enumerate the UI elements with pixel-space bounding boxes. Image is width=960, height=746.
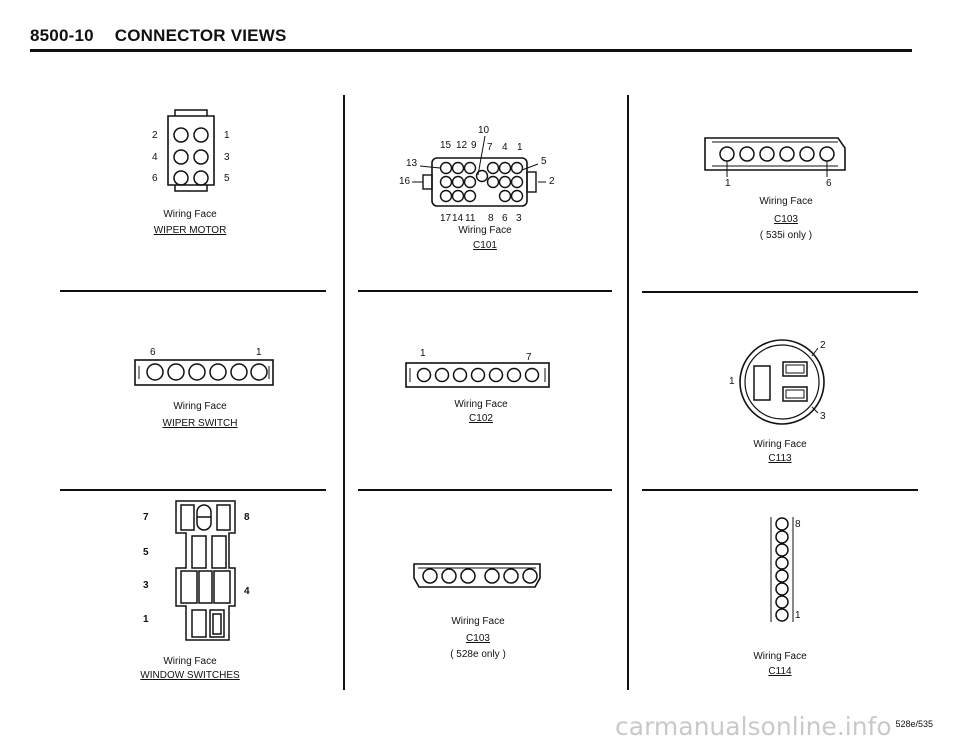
- pin-label: 4: [502, 142, 508, 153]
- pin-label: 1: [725, 178, 731, 189]
- connector-name: C114: [768, 666, 792, 677]
- pin-label: 16: [399, 176, 411, 187]
- header-rule: [30, 49, 912, 52]
- wiring-face-label: Wiring Face: [454, 399, 508, 410]
- pin-label: 6: [502, 213, 508, 224]
- connector-name: C103: [774, 214, 798, 225]
- row-divider: [642, 489, 918, 491]
- pin-label: 8: [795, 519, 801, 530]
- pin-label: 5: [143, 547, 149, 558]
- row-divider: [642, 291, 918, 293]
- pin-label: 5: [541, 156, 547, 167]
- pin-label: 7: [487, 142, 493, 153]
- pin-label: 3: [516, 213, 522, 224]
- wiring-face-label: Wiring Face: [173, 401, 227, 412]
- page-header: 8500-10 CONNECTOR VIEWS: [30, 26, 287, 46]
- pin-label: 1: [517, 142, 523, 153]
- pin-label: 1: [729, 376, 735, 387]
- connector-name: C101: [473, 240, 497, 251]
- pin-label: 1: [420, 348, 426, 359]
- pin-label: 6: [150, 347, 156, 358]
- wiring-face-label: Wiring Face: [759, 196, 813, 207]
- pin-label: 1: [256, 347, 262, 358]
- wiring-face-label: Wiring Face: [163, 656, 217, 667]
- row-divider: [358, 489, 612, 491]
- watermark: carmanualsonline.info: [615, 712, 892, 741]
- pin-label: 17: [440, 213, 452, 224]
- connector-note: ( 528e only ): [450, 649, 506, 660]
- row-divider: [60, 489, 326, 491]
- wiring-face-label: Wiring Face: [451, 616, 505, 627]
- pin-label: 7: [526, 352, 532, 363]
- pin-label: 2: [820, 340, 826, 351]
- column-divider-right: [627, 95, 629, 690]
- pin-label: 6: [152, 173, 158, 184]
- pin-label: 11: [465, 213, 476, 224]
- page-reference: 528e/535: [895, 719, 933, 729]
- connector-name: WIPER MOTOR: [153, 225, 227, 236]
- pin-label: 1: [795, 610, 801, 621]
- pin-label: 4: [152, 152, 158, 163]
- pin-label: 3: [820, 411, 826, 422]
- pin-label: 5: [224, 173, 230, 184]
- wiring-face-label: Wiring Face: [753, 439, 807, 450]
- wiring-face-label: Wiring Face: [163, 209, 217, 220]
- section-code: 8500-10: [30, 26, 94, 45]
- connector-note: ( 535i only ): [759, 230, 813, 241]
- pin-label: 14: [452, 213, 464, 224]
- pin-label: 10: [478, 125, 490, 136]
- page-title: CONNECTOR VIEWS: [114, 26, 287, 45]
- pin-label: 7: [143, 512, 149, 523]
- pin-label: 8: [244, 512, 250, 523]
- pin-label: 1: [224, 130, 230, 141]
- pin-label: 1: [143, 614, 149, 625]
- wiring-face-label: Wiring Face: [753, 651, 807, 662]
- connector-name: WIPER SWITCH: [162, 418, 238, 429]
- pin-label: 2: [152, 130, 158, 141]
- connector-name: C103: [466, 633, 490, 644]
- pin-label: 2: [549, 176, 555, 187]
- pin-label: 4: [244, 586, 250, 597]
- connector-name: C102: [469, 413, 493, 424]
- column-divider-left: [343, 95, 345, 690]
- connector-name: WINDOW SWITCHES: [140, 670, 240, 681]
- pin-label: 6: [826, 178, 832, 189]
- row-divider: [60, 290, 326, 292]
- row-divider: [358, 290, 612, 292]
- wiring-face-label: Wiring Face: [458, 225, 512, 236]
- pin-label: 3: [143, 580, 149, 591]
- pin-label: 9: [471, 140, 477, 151]
- connector-name: C113: [768, 453, 792, 464]
- pin-label: 13: [406, 158, 418, 169]
- pin-label: 15: [440, 140, 452, 151]
- pin-label: 3: [224, 152, 230, 163]
- pin-label: 8: [488, 213, 494, 224]
- pin-label: 12: [456, 140, 468, 151]
